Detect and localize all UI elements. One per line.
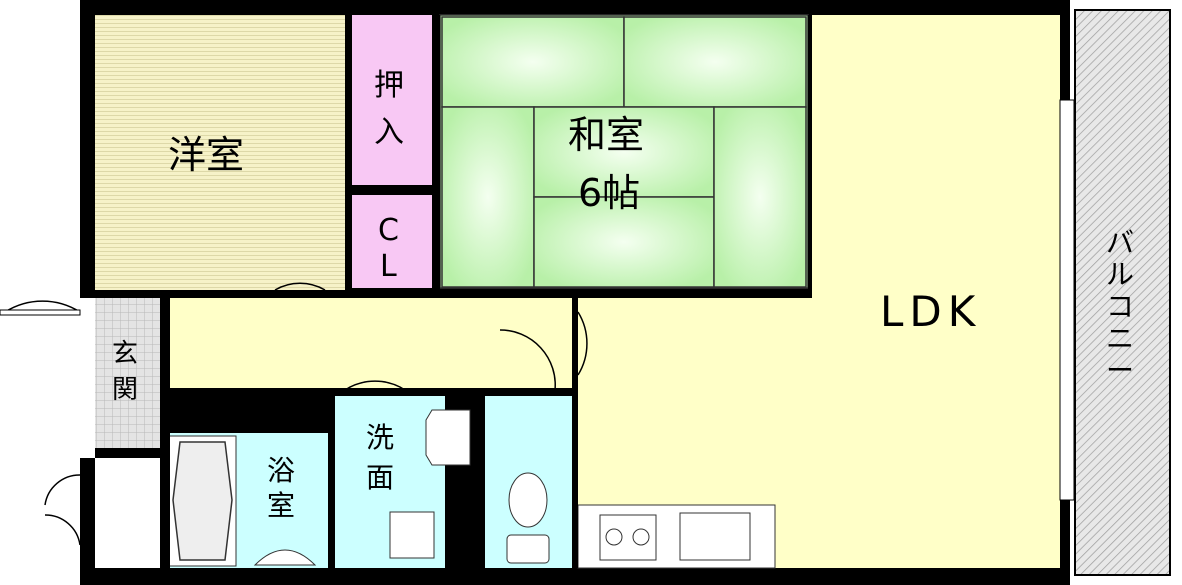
washroom-label-1: 洗 xyxy=(366,421,394,454)
cl-label-1: C xyxy=(378,213,399,248)
oshiire-label-2: 入 xyxy=(374,115,404,150)
doors[interactable] xyxy=(4,282,588,546)
washing-machine-icon xyxy=(389,511,435,559)
sink-icon xyxy=(425,409,471,466)
toilet-icon xyxy=(508,472,548,528)
bathroom-label-1: 浴 xyxy=(267,454,295,487)
entrance-label-2: 関 xyxy=(112,375,138,405)
ldk-label: LDK xyxy=(880,287,981,336)
cl-closet xyxy=(352,195,432,288)
entrance-label-1: 玄 xyxy=(112,339,138,369)
western-room-label: 洋室 xyxy=(168,133,244,177)
oshiire-label-1: 押 xyxy=(374,68,404,103)
stove-icon xyxy=(599,514,657,561)
balcony xyxy=(1074,9,1171,576)
svg-text:ル: ル xyxy=(1106,258,1134,291)
japanese-room-label: 和室 xyxy=(568,113,644,157)
oshiire-closet xyxy=(352,15,432,185)
entrance xyxy=(95,298,160,448)
kitchen-sink-icon xyxy=(679,512,751,561)
cl-label-2: L xyxy=(380,249,397,284)
japanese-room xyxy=(439,14,809,289)
svg-text:コ: コ xyxy=(1106,290,1134,323)
japanese-room-size: 6帖 xyxy=(578,171,640,215)
washroom-label-2: 面 xyxy=(366,461,394,494)
svg-text:ー: ー xyxy=(1106,354,1134,387)
bathroom-label-2: 室 xyxy=(267,489,295,522)
shoe-storage xyxy=(95,458,160,568)
balcony-label: バ ル コ ニ ー xyxy=(1106,226,1134,387)
bathtub-icon xyxy=(172,441,233,561)
balcony-window[interactable] xyxy=(1059,99,1075,501)
svg-text:バ: バ xyxy=(1106,226,1134,259)
svg-text:ニ: ニ xyxy=(1106,322,1134,355)
western-room xyxy=(95,15,345,292)
